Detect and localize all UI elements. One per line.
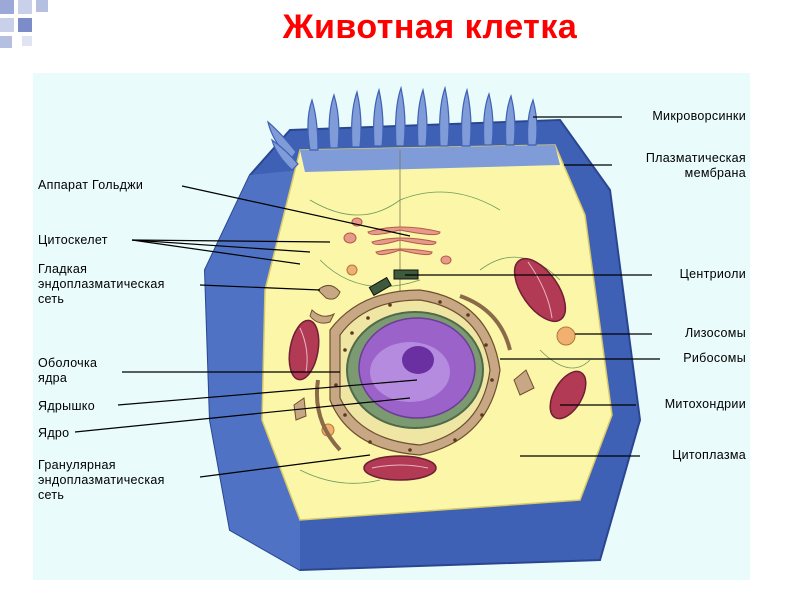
microvilli bbox=[267, 85, 538, 171]
plasma-membrane-top bbox=[300, 145, 560, 172]
golgi-apparatus bbox=[343, 217, 452, 265]
label-mitochondria: Митохондрии bbox=[664, 397, 746, 411]
label-lysosomes: Лизосомы bbox=[684, 326, 746, 340]
ribosomes bbox=[334, 300, 494, 452]
label-plasma-membrane: Плазматическая мембрана bbox=[645, 151, 746, 180]
corner-decoration bbox=[0, 0, 60, 60]
mitochondria bbox=[288, 258, 587, 481]
label-golgi: Аппарат Гольджи bbox=[38, 178, 144, 192]
nucleolus-body bbox=[402, 346, 434, 374]
label-centrioles: Центриоли bbox=[679, 267, 746, 281]
label-microvilli: Микроворсинки bbox=[652, 109, 746, 123]
mitochondria-cristae bbox=[299, 261, 553, 469]
cell-side-face bbox=[205, 170, 300, 570]
label-nuclear-envelope: Оболочка ядра bbox=[38, 356, 98, 385]
label-nucleus: Ядро bbox=[38, 426, 70, 440]
label-rough-er: Гранулярная эндоплазматическая сеть bbox=[38, 458, 165, 502]
leader-lines bbox=[74, 116, 660, 478]
label-smooth-er: Гладкая эндоплазматическая сеть bbox=[38, 262, 165, 306]
lysosomes bbox=[321, 264, 576, 437]
page-title: Животная клетка bbox=[282, 8, 578, 46]
label-nucleolus: Ядрышко bbox=[38, 399, 95, 413]
label-cytoplasm: Цитоплазма bbox=[672, 448, 746, 462]
label-cytoskeleton: Цитоскелет bbox=[38, 233, 108, 247]
label-ribosomes: Рибосомы bbox=[683, 351, 746, 365]
